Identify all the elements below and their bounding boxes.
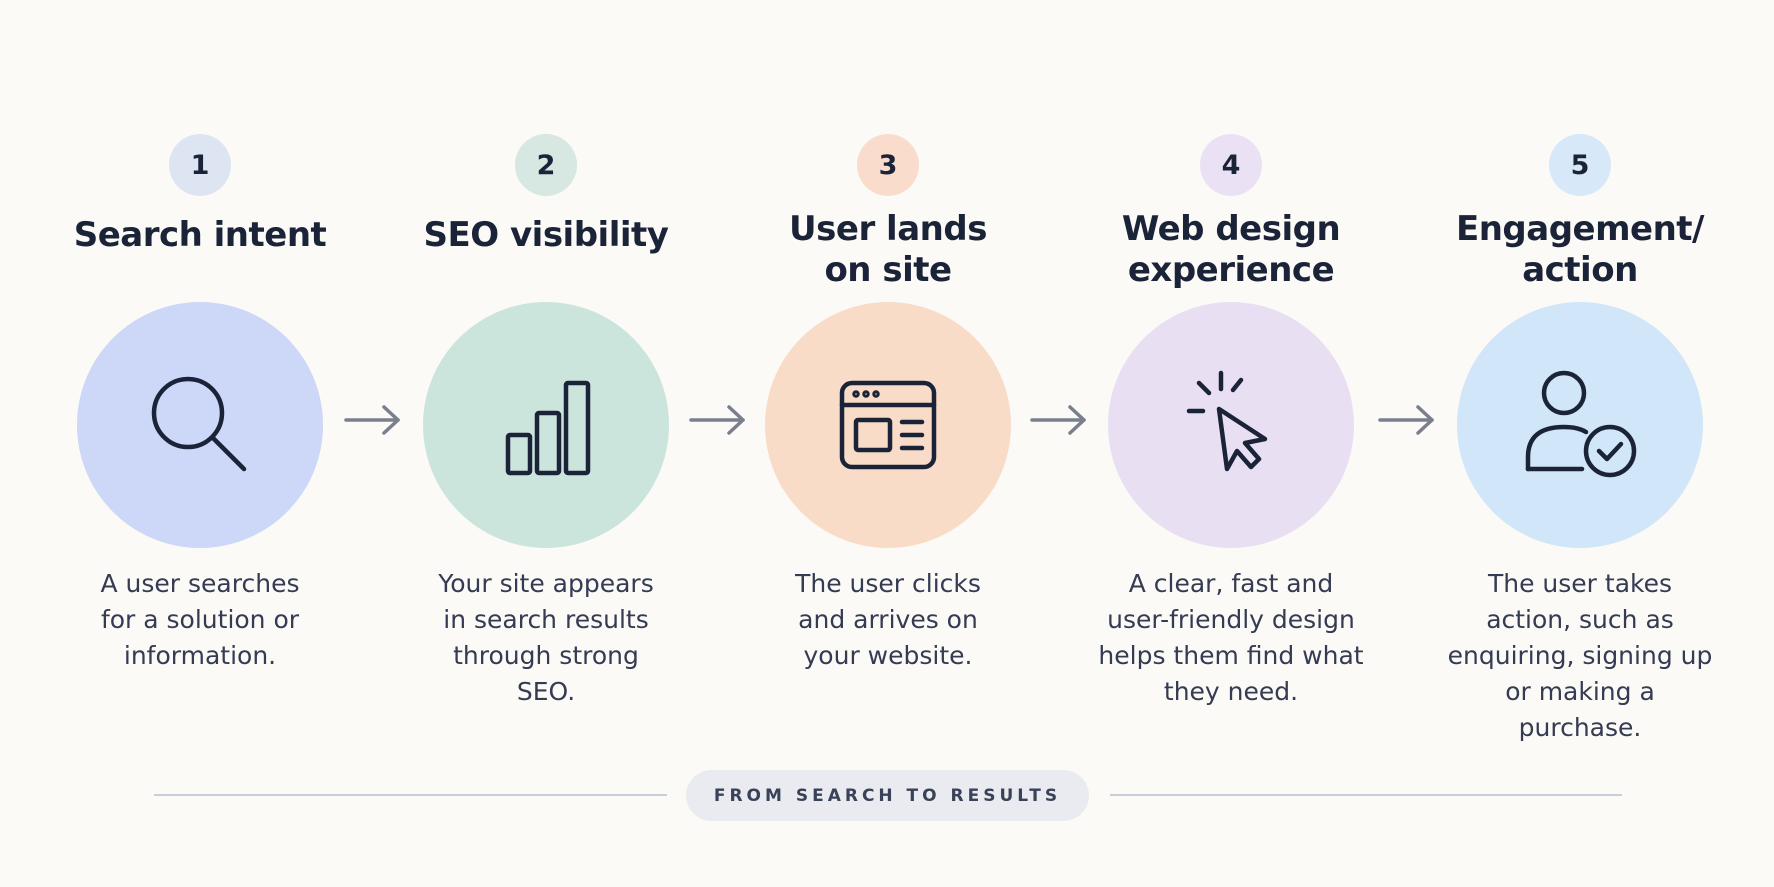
step-title-line: Web design	[1121, 209, 1341, 249]
step-description-line: for a solution or	[100, 605, 300, 634]
step-description-line: your website.	[803, 641, 973, 670]
step-description: A clear, fast and user-friendly design h…	[1081, 566, 1381, 710]
step-title: SEO visibility	[396, 215, 696, 256]
step-title: Engagement/ action	[1430, 209, 1730, 291]
step-description-line: Your site appears	[438, 569, 654, 598]
cursor-click-icon	[1186, 370, 1268, 472]
step-description-line: action, such as	[1486, 605, 1674, 634]
step-description-line: they need.	[1163, 677, 1299, 706]
step-description: A user searches for a solution or inform…	[50, 566, 350, 674]
arrow-right-icon	[687, 400, 749, 440]
search-icon	[151, 376, 247, 472]
step-description-line: A user searches	[100, 569, 300, 598]
step-number-badge: 2	[515, 134, 577, 196]
footer-pill: FROM SEARCH TO RESULTS	[686, 770, 1089, 821]
step-web-design-experience: 4 Web design experience A clear, fast an…	[1081, 0, 1381, 730]
step-seo-visibility: 2 SEO visibility Your site appears in se…	[396, 0, 696, 730]
step-number-badge: 1	[169, 134, 231, 196]
step-description-line: The user takes	[1487, 569, 1673, 598]
user-check-icon	[1525, 370, 1637, 478]
browser-window-icon	[839, 380, 937, 470]
step-number-badge: 4	[1200, 134, 1262, 196]
arrow-right-icon	[1028, 400, 1090, 440]
footer-divider-right	[1110, 794, 1622, 796]
step-title-line: SEO visibility	[423, 215, 669, 255]
step-title: User lands on site	[738, 209, 1038, 291]
step-description: The user takes action, such as enquiring…	[1430, 566, 1730, 746]
step-title-line: User lands	[789, 209, 987, 249]
step-description-line: enquiring, signing up	[1447, 641, 1713, 670]
step-title: Web design experience	[1081, 209, 1381, 291]
step-description-line: in search results	[443, 605, 649, 634]
bar-chart-icon	[505, 380, 591, 476]
step-description-line: through strong	[453, 641, 639, 670]
step-description-line: The user clicks	[795, 569, 981, 598]
footer-divider-left	[154, 794, 667, 796]
step-description-line: and arrives on	[798, 605, 978, 634]
step-number-badge: 3	[857, 134, 919, 196]
step-description-line: helps them find what	[1098, 641, 1364, 670]
step-description: Your site appears in search results thro…	[396, 566, 696, 710]
step-icon-circle	[1108, 302, 1354, 548]
step-description-line: A clear, fast and	[1128, 569, 1334, 598]
step-description-line: information.	[123, 641, 277, 670]
step-title-line: Search intent	[73, 215, 327, 255]
step-icon-circle	[1457, 302, 1703, 548]
step-icon-circle	[77, 302, 323, 548]
step-icon-circle	[765, 302, 1011, 548]
step-title-line: Engagement/	[1456, 209, 1704, 249]
step-engagement-action: 5 Engagement/ action The user takes acti…	[1430, 0, 1730, 742]
step-description-line: SEO.	[516, 677, 576, 706]
arrow-right-icon	[342, 400, 404, 440]
step-title-line: experience	[1127, 250, 1335, 290]
step-icon-circle	[423, 302, 669, 548]
step-title: Search intent	[50, 215, 350, 256]
step-title-line: action	[1522, 250, 1638, 290]
step-description-line: or making a purchase.	[1505, 677, 1655, 742]
footer-label: FROM SEARCH TO RESULTS	[713, 785, 1062, 806]
step-title-line: on site	[824, 250, 952, 290]
step-user-lands: 3 User lands on site The user clicks and…	[738, 0, 1038, 730]
step-number-badge: 5	[1549, 134, 1611, 196]
step-description-line: user-friendly design	[1107, 605, 1355, 634]
step-description: The user clicks and arrives on your webs…	[738, 566, 1038, 674]
step-search-intent: 1 Search intent A user searches for a so…	[50, 0, 350, 730]
arrow-right-icon	[1376, 400, 1438, 440]
